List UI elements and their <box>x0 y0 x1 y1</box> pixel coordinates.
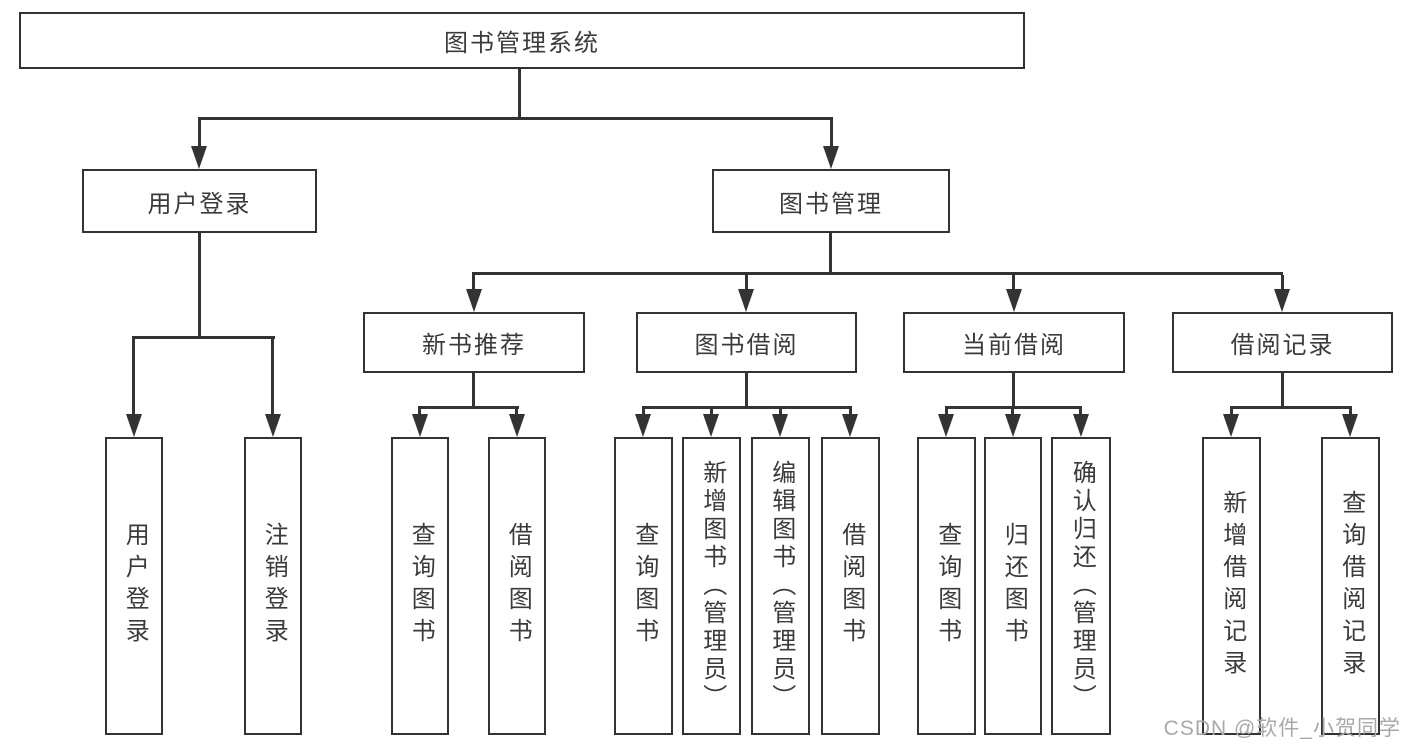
branch-book-management-label: 图书管理 <box>779 190 883 218</box>
leaf-borrow-add-books-label: 新增图书（管理员） <box>698 460 726 712</box>
leaf-logout-label: 注销登录 <box>260 522 288 650</box>
connector-records-leaf1-stem <box>1230 409 1233 415</box>
connector-mgmt-crossbar <box>472 272 1283 275</box>
connector-current-leaf3-stem <box>1079 409 1082 415</box>
connector-records-stem <box>1281 373 1284 408</box>
connector-login-leaf1-stem <box>132 339 135 415</box>
module-current-borrow: 当前借阅 <box>903 312 1125 373</box>
leaf-borrow-add-books: 新增图书（管理员） <box>682 437 741 735</box>
arrow-down-icon <box>1006 289 1022 312</box>
connector-mgmt-stem <box>829 233 832 274</box>
connector-root-to-login-stem <box>198 120 201 148</box>
leaf-recommend-borrow-books-label: 借阅图书 <box>504 522 532 650</box>
leaf-borrow-query-books-label: 查询图书 <box>630 522 658 650</box>
connector-borrow-leaf2-stem <box>710 409 713 415</box>
connector-borrow-stem <box>745 373 748 408</box>
connector-current-stem <box>1012 373 1015 408</box>
leaf-records-add-record: 新增借阅记录 <box>1202 437 1261 735</box>
leaf-borrow-edit-books: 编辑图书（管理员） <box>751 437 810 735</box>
connector-login-crossbar <box>132 336 275 339</box>
branch-user-login: 用户登录 <box>82 169 317 233</box>
leaf-records-add-record-label: 新增借阅记录 <box>1218 490 1246 682</box>
arrow-down-icon <box>738 289 754 312</box>
leaf-user-login: 用户登录 <box>105 437 163 735</box>
leaf-logout: 注销登录 <box>244 437 302 735</box>
module-book-borrow: 图书借阅 <box>636 312 857 373</box>
connector-current-crossbar <box>945 406 1082 409</box>
arrow-down-icon <box>509 414 525 437</box>
branch-book-management: 图书管理 <box>712 169 950 233</box>
connector-mgmt-m1-stem <box>472 275 475 290</box>
connector-recommend-stem <box>472 373 475 408</box>
connector-login-stem <box>198 233 201 337</box>
leaf-recommend-query-books: 查询图书 <box>391 437 449 735</box>
leaf-records-query-record: 查询借阅记录 <box>1321 437 1380 735</box>
arrow-down-icon <box>703 414 719 437</box>
arrow-down-icon <box>191 146 207 169</box>
leaf-current-query-books-label: 查询图书 <box>933 522 961 650</box>
connector-root-stem <box>518 69 521 117</box>
node-root: 图书管理系统 <box>19 12 1025 69</box>
connector-recommend-leaf2-stem <box>515 409 518 415</box>
connector-borrow-leaf1-stem <box>642 409 645 415</box>
connector-borrow-crossbar <box>642 406 852 409</box>
leaf-current-return-books: 归还图书 <box>984 437 1042 735</box>
module-new-book-recommend-label: 新书推荐 <box>422 332 526 359</box>
arrow-down-icon <box>265 414 281 437</box>
arrow-down-icon <box>412 414 428 437</box>
arrow-down-icon <box>938 414 954 437</box>
leaf-borrow-query-books: 查询图书 <box>614 437 673 735</box>
leaf-current-return-books-label: 归还图书 <box>1000 522 1028 650</box>
arrow-down-icon <box>1223 414 1239 437</box>
arrow-down-icon <box>1073 414 1089 437</box>
leaf-user-login-label: 用户登录 <box>121 522 149 650</box>
connector-records-leaf2-stem <box>1349 409 1352 415</box>
leaf-recommend-query-books-label: 查询图书 <box>407 522 435 650</box>
arrow-down-icon <box>1274 289 1290 312</box>
connector-records-crossbar <box>1230 406 1352 409</box>
connector-current-leaf1-stem <box>945 409 948 415</box>
connector-mgmt-m4-stem <box>1281 275 1284 290</box>
arrow-down-icon <box>823 146 839 169</box>
leaf-current-confirm-return-label: 确认归还（管理员） <box>1068 460 1096 712</box>
module-book-borrow-label: 图书借阅 <box>694 332 799 359</box>
leaf-current-confirm-return: 确认归还（管理员） <box>1051 437 1111 735</box>
connector-root-to-mgmt-stem <box>830 120 833 148</box>
arrow-down-icon <box>772 414 788 437</box>
leaf-borrow-borrow-books: 借阅图书 <box>821 437 880 735</box>
connector-borrow-leaf3-stem <box>779 409 782 415</box>
arrow-down-icon <box>1005 414 1021 437</box>
arrow-down-icon <box>466 289 482 312</box>
leaf-borrow-borrow-books-label: 借阅图书 <box>837 522 865 650</box>
connector-mgmt-m3-stem <box>1012 275 1015 290</box>
arrow-down-icon <box>126 414 142 437</box>
connector-borrow-leaf4-stem <box>849 409 852 415</box>
module-borrow-records: 借阅记录 <box>1172 312 1393 373</box>
module-new-book-recommend: 新书推荐 <box>363 312 585 373</box>
connector-login-leaf2-stem <box>271 339 274 415</box>
connector-mgmt-m2-stem <box>745 275 748 290</box>
node-root-label: 图书管理系统 <box>444 30 600 57</box>
leaf-recommend-borrow-books: 借阅图书 <box>488 437 546 735</box>
leaf-current-query-books: 查询图书 <box>917 437 976 735</box>
branch-user-login-label: 用户登录 <box>147 190 252 218</box>
module-borrow-records-label: 借阅记录 <box>1230 332 1335 359</box>
arrow-down-icon <box>635 414 651 437</box>
csdn-watermark: CSDN @软件_小贺同学 <box>1163 717 1401 740</box>
leaf-borrow-edit-books-label: 编辑图书（管理员） <box>767 460 795 712</box>
connector-recommend-crossbar <box>418 406 519 409</box>
module-current-borrow-label: 当前借阅 <box>962 332 1066 359</box>
leaf-records-query-record-label: 查询借阅记录 <box>1337 490 1365 682</box>
arrow-down-icon <box>1342 414 1358 437</box>
arrow-down-icon <box>842 414 858 437</box>
connector-recommend-leaf1-stem <box>418 409 421 415</box>
connector-current-leaf2-stem <box>1011 409 1014 415</box>
connector-root-crossbar <box>198 117 833 120</box>
